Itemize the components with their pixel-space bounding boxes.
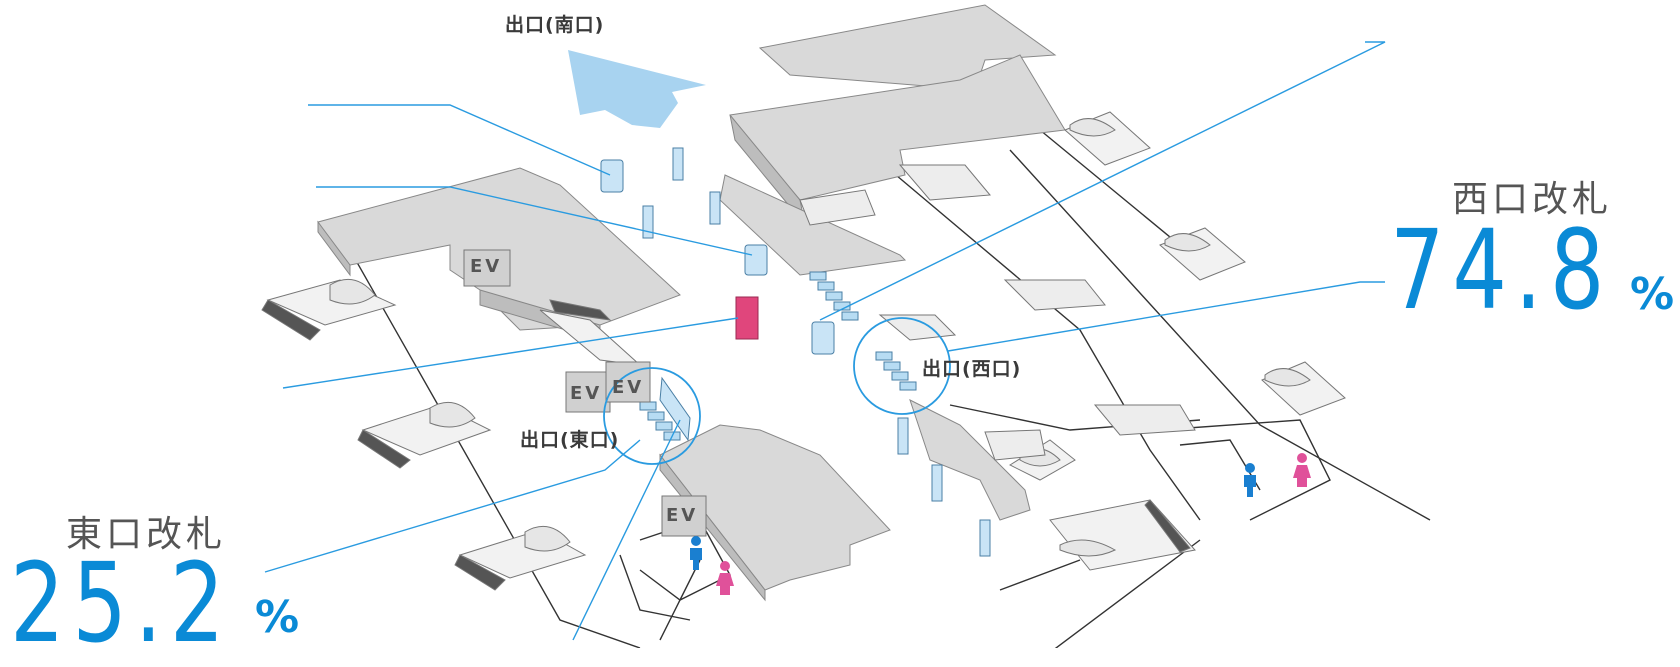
elevator-label: EV: [570, 383, 603, 404]
west-gate-unit: %: [1630, 269, 1675, 320]
west-gate-value: 74.8: [1390, 206, 1613, 334]
floor-outline: [349, 129, 1431, 648]
west-gate-share: 74.8 %: [1390, 215, 1680, 325]
south-block: [659, 424, 891, 591]
elevator-icon: [463, 249, 707, 537]
east-gate-share: 25.2 %: [10, 548, 330, 658]
east-gate-circle: [603, 367, 701, 465]
elevator-label: EV: [612, 377, 645, 398]
exit-east-label: 出口(東口): [520, 429, 620, 451]
station-isometric-map: [261, 4, 1431, 648]
leader-lines: [264, 41, 1386, 641]
stairs-icon: [799, 164, 1196, 461]
west-gate-circle: [853, 317, 951, 415]
exit-south-label: 出口(南口): [505, 14, 605, 36]
south-exit-arrow-icon: [568, 50, 706, 128]
east-gate-unit: %: [255, 592, 300, 643]
female-restroom-icon: [716, 453, 1311, 595]
elevator-label: EV: [666, 505, 699, 526]
pillars: [600, 147, 991, 557]
east-corridor: [909, 399, 1031, 521]
male-restroom-icon: [690, 463, 1256, 570]
east-gate-value: 25.2: [10, 539, 233, 667]
north-block: [758, 4, 1057, 91]
escalator-icon: [261, 111, 1346, 591]
pink-gate-marker: [735, 296, 759, 340]
west-gate-name: 西口改札: [1452, 179, 1613, 220]
elevator-label: EV: [470, 256, 503, 277]
exit-west-label: 出口(西口): [922, 358, 1022, 380]
east-gate-name: 東口改札: [66, 514, 227, 555]
